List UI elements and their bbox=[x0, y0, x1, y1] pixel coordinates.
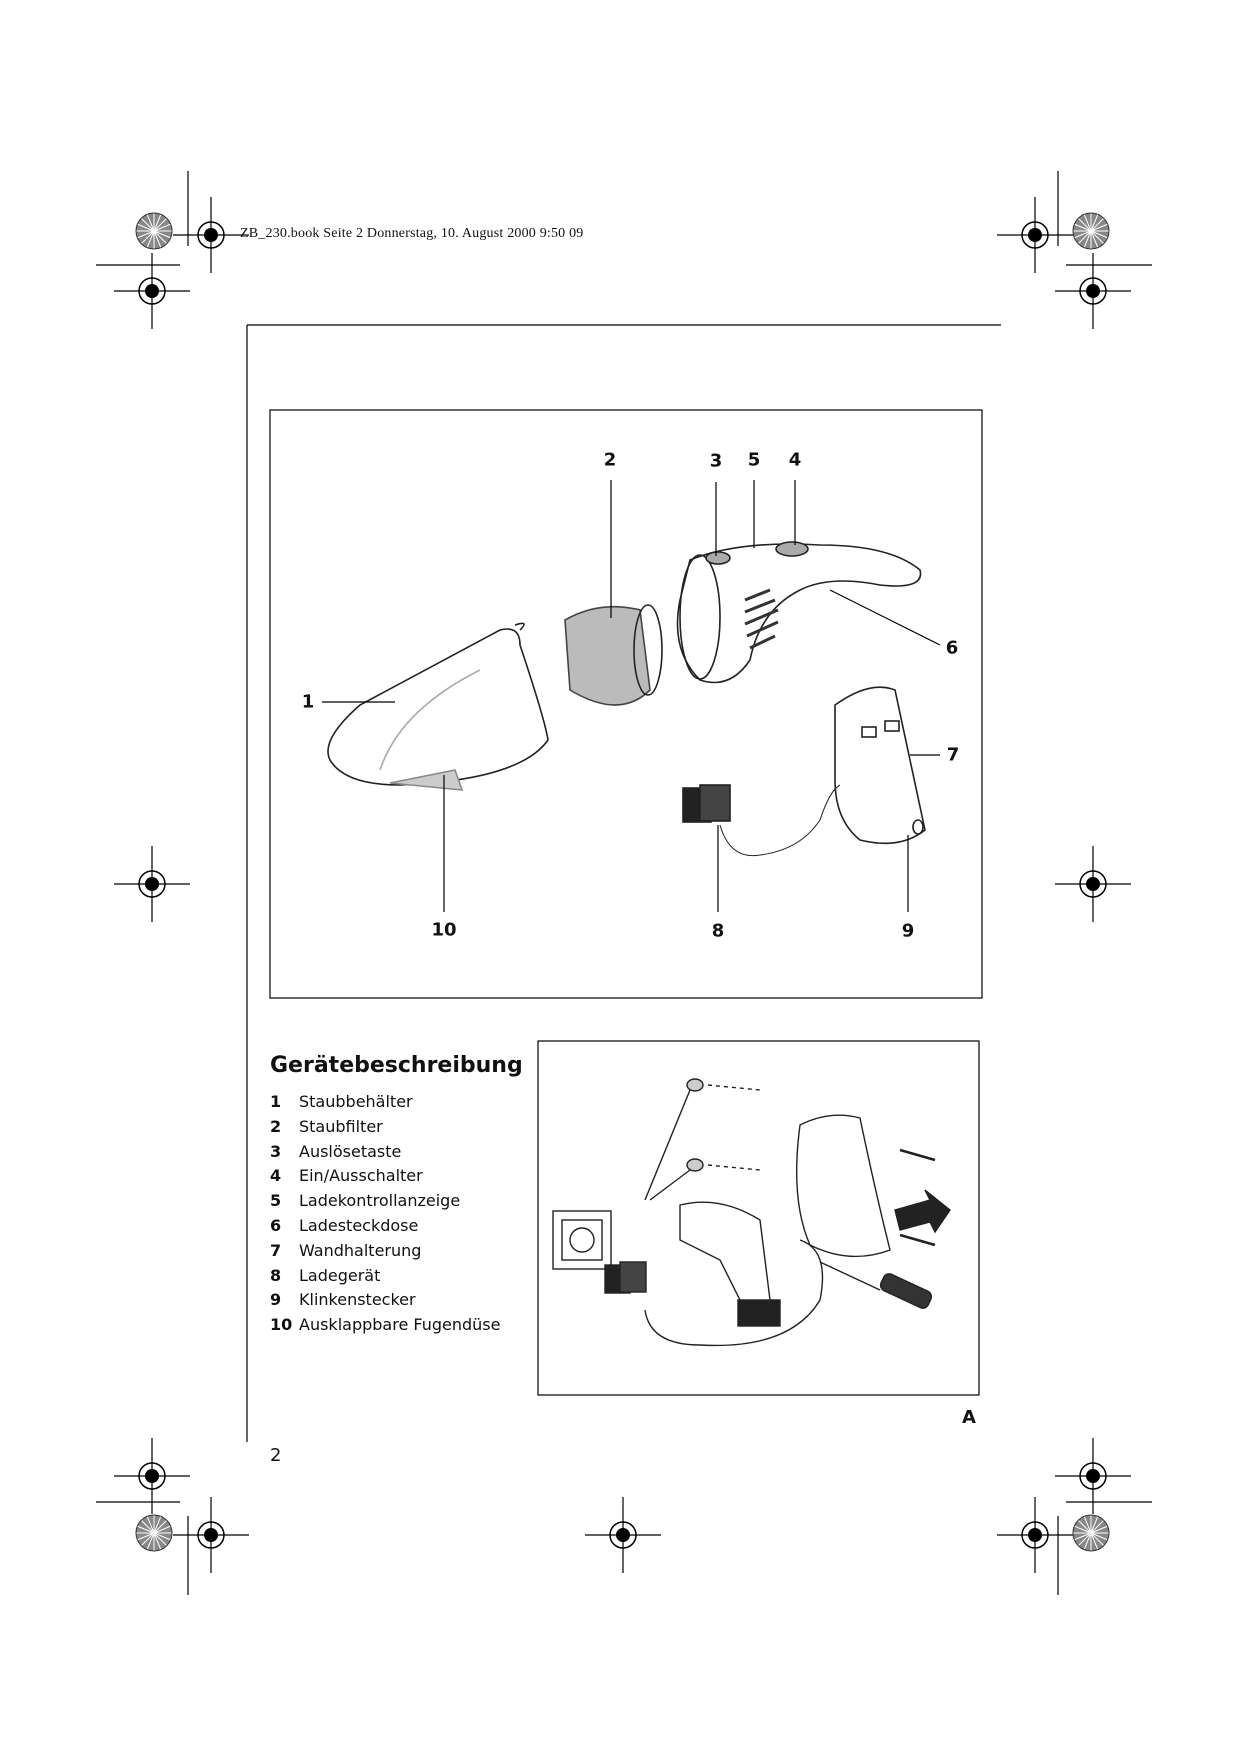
main-figure-frame bbox=[269, 409, 983, 999]
list-item: 8 Ladegerät bbox=[270, 1264, 500, 1289]
parts-list: 1 Staubbehälter 2 Staubfilter 3 Auslösetast… bbox=[270, 1090, 500, 1338]
item-label: Ladesteckdose bbox=[299, 1215, 419, 1235]
item-number: 1 bbox=[270, 1092, 282, 1111]
item-number: 5 bbox=[270, 1191, 282, 1211]
item-number: 3 bbox=[270, 1141, 282, 1161]
callout-4: 4 bbox=[788, 449, 802, 471]
item-label: Wandhalterung bbox=[299, 1240, 422, 1260]
callout-6: 6 bbox=[945, 637, 959, 659]
item-label: Auslösetaste bbox=[299, 1141, 402, 1161]
item-label: Klinkenstecker bbox=[299, 1290, 416, 1310]
callout-10: 10 bbox=[431, 919, 457, 941]
section-heading: Gerätebeschreibung bbox=[270, 1053, 523, 1078]
item-number: 7 bbox=[270, 1240, 282, 1260]
callout-1: 1 bbox=[301, 691, 315, 713]
callout-8: 8 bbox=[711, 920, 725, 942]
crop-marks bbox=[96, 171, 1152, 1595]
list-item: 2 Staubfilter bbox=[270, 1115, 500, 1140]
page-number: 2 bbox=[270, 1445, 282, 1466]
item-number: 4 bbox=[270, 1166, 282, 1186]
list-item: 6 Ladesteckdose bbox=[270, 1214, 500, 1239]
figure-label: A bbox=[962, 1407, 976, 1428]
callout-2: 2 bbox=[603, 449, 617, 471]
callout-9: 9 bbox=[901, 920, 915, 942]
item-label: Ladekontrollanzeige bbox=[299, 1191, 461, 1211]
item-label: Ausklappbare Fugendüse bbox=[299, 1315, 501, 1335]
item-label: Staubbehälter bbox=[299, 1092, 413, 1111]
callout-7: 7 bbox=[946, 744, 960, 766]
callout-5: 5 bbox=[747, 449, 761, 471]
item-label: Ein/Ausschalter bbox=[299, 1166, 423, 1186]
item-number: 9 bbox=[270, 1290, 282, 1310]
list-item: 1 Staubbehälter bbox=[270, 1090, 500, 1115]
list-item: 3 Auslösetaste bbox=[270, 1140, 500, 1165]
figure-a-frame bbox=[537, 1040, 980, 1396]
item-label: Ladegerät bbox=[299, 1265, 381, 1285]
item-label: Staubfilter bbox=[299, 1116, 383, 1136]
list-item: 4 Ein/Ausschalter bbox=[270, 1164, 500, 1189]
item-number: 10 bbox=[270, 1315, 293, 1335]
list-item: 5 Ladekontrollanzeige bbox=[270, 1189, 500, 1214]
item-number: 8 bbox=[270, 1265, 282, 1285]
wall-mount-installation-illustration bbox=[552, 1078, 951, 1347]
list-item: 7 Wandhalterung bbox=[270, 1239, 500, 1264]
item-number: 6 bbox=[270, 1215, 282, 1235]
list-item: 10 Ausklappbare Fugendüse bbox=[270, 1313, 500, 1338]
callout-3: 3 bbox=[709, 450, 723, 472]
vacuum-exploded-illustration bbox=[322, 480, 941, 912]
list-item: 9 Klinkenstecker bbox=[270, 1288, 500, 1313]
print-header: ZB_230.book Seite 2 Donnerstag, 10. Augu… bbox=[240, 226, 584, 241]
item-number: 2 bbox=[270, 1116, 282, 1136]
